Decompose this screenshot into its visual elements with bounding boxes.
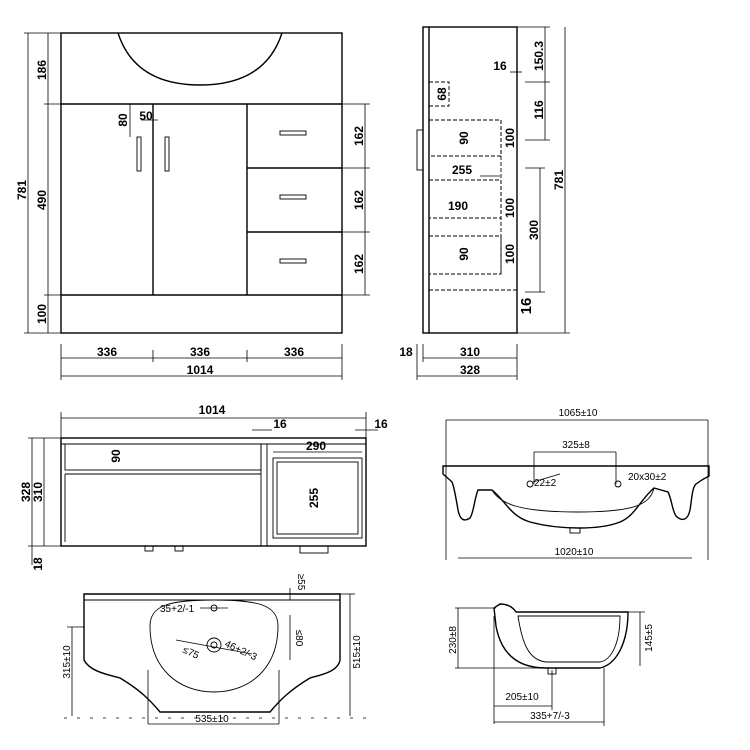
drawer-1-height: 162 — [352, 126, 366, 146]
side-dim-300: 300 — [527, 220, 541, 240]
handle-length: 50 — [139, 109, 153, 123]
handle-offset: 80 — [116, 113, 130, 127]
side-top-dim: 150.3 — [532, 41, 546, 71]
basin-hole-right: 20x30±2 — [628, 472, 667, 483]
drawer-3-height: 162 — [352, 254, 366, 274]
side-dim-116: 116 — [532, 100, 546, 120]
basin-depth-from-back: ≥55 — [295, 574, 306, 591]
side-shelf-3b: 100 — [503, 244, 517, 264]
side-elevation: 68 90 100 255 190 100 90 100 16 150.3 11… — [399, 26, 570, 380]
basin-waste-left: ≤75 — [181, 645, 201, 662]
side-shelf-2b: 100 — [503, 198, 517, 218]
plan-shelf-depth: 90 — [109, 449, 123, 463]
plan-drawer-depth: 255 — [307, 488, 321, 508]
basin-waste-position: 205±10 — [505, 692, 539, 703]
front-total-height: 781 — [15, 180, 29, 200]
front-total-width: 1014 — [187, 363, 214, 377]
basin-tap-spacing: 325±8 — [562, 440, 590, 451]
side-depth-total: 328 — [460, 363, 480, 377]
front-body-height: 490 — [35, 190, 49, 210]
side-gap-16: 16 — [493, 59, 507, 73]
basin-overall-width: 1065±10 — [559, 408, 598, 419]
basin-side-view: 230±8 145±5 205±10 335+7/-3 — [448, 603, 655, 726]
basin-front-view: 1065±10 325±8 22±2 20x30±2 1020±10 — [442, 408, 710, 560]
basin-waste-right: 46+2/-3 — [223, 639, 259, 664]
side-shelf-1: 90 — [457, 131, 471, 145]
front-width-3: 336 — [284, 345, 304, 359]
basin-bowl-width: 1020±10 — [555, 547, 594, 558]
plan-depth-inner: 310 — [31, 482, 45, 502]
plan-gap-right: 16 — [374, 417, 388, 431]
plan-depth-total: 328 — [19, 482, 33, 502]
plan-total-width: 1014 — [199, 403, 226, 417]
side-bottom-16: 16 — [518, 298, 535, 315]
front-plinth-height: 100 — [35, 304, 49, 324]
side-total-height: 781 — [552, 170, 566, 190]
basin-bowl-width-top: 535±10 — [195, 714, 229, 725]
basin-side-depth: 335+7/-3 — [530, 711, 570, 722]
basin-top-view: ≥55 35+2/-1 ≤75 46+2/-3 ≤80 315±10 515±1… — [62, 574, 374, 725]
basin-side-height: 230±8 — [448, 626, 459, 654]
side-left-18: 18 — [399, 345, 413, 359]
plan-drawer-width: 290 — [306, 439, 326, 453]
basin-hole-left: 22±2 — [534, 478, 557, 489]
basin-left-depth: 315±10 — [62, 645, 73, 679]
basin-tap-hole: 35+2/-1 — [160, 604, 195, 615]
basin-right-depth: 515±10 — [352, 635, 363, 669]
front-elevation: 186 490 100 781 80 50 162 162 162 336 33… — [15, 32, 370, 380]
plan-gap-left: 16 — [273, 417, 287, 431]
side-dim-68: 68 — [435, 87, 449, 101]
basin-bowl-depth: 145±5 — [644, 624, 655, 652]
side-dim-255: 255 — [452, 163, 472, 177]
plan-view: 1014 16 16 290 90 255 328 310 18 — [19, 403, 388, 571]
front-top-height: 186 — [35, 60, 49, 80]
front-width-2: 336 — [190, 345, 210, 359]
side-shelf-3: 90 — [457, 247, 471, 261]
front-width-1: 336 — [97, 345, 117, 359]
side-shelf-1b: 100 — [503, 128, 517, 148]
plan-bottom-18: 18 — [31, 557, 45, 571]
drawer-2-height: 162 — [352, 190, 366, 210]
basin-overflow: ≤80 — [293, 630, 304, 647]
side-depth-inner: 310 — [460, 345, 480, 359]
side-dim-190: 190 — [448, 199, 468, 213]
